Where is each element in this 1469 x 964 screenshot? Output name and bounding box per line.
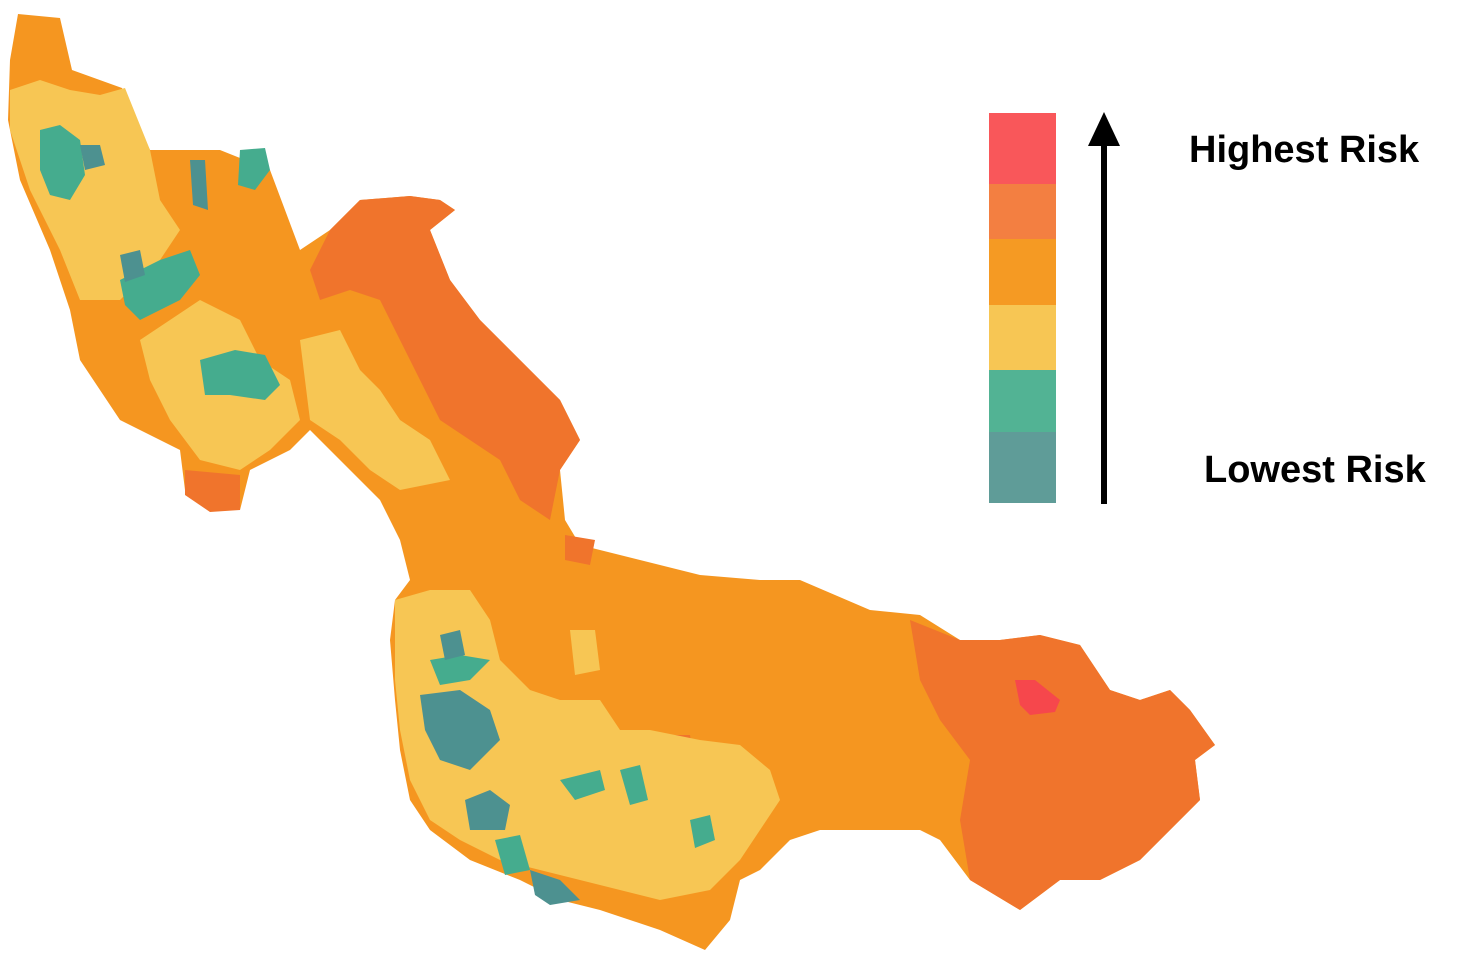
zone-high-mid: [565, 535, 595, 565]
zone-low-4: [238, 148, 270, 190]
legend-swatch-2: [989, 370, 1056, 432]
zone-low-5: [430, 655, 490, 685]
legend-swatch-6: [989, 113, 1056, 184]
zone-low-6: [560, 770, 605, 800]
legend-swatch-1: [989, 432, 1056, 503]
zone-highest: [1015, 680, 1060, 715]
zone-lowest-3: [420, 690, 500, 770]
zone-high-east: [910, 620, 1215, 910]
zone-lowest-7: [190, 160, 208, 210]
watershed-outline: [8, 14, 1215, 950]
zone-lowest-5: [530, 870, 580, 905]
legend-swatch-5: [989, 184, 1056, 239]
zone-low-7: [620, 765, 648, 805]
risk-direction-arrow-icon: [1088, 112, 1120, 504]
zone-low-9: [495, 835, 530, 875]
zone-lowest-2: [120, 250, 145, 282]
zone-low-2: [120, 250, 200, 320]
legend-swatch-4: [989, 239, 1056, 305]
zone-low-3: [200, 350, 280, 400]
zone-high-north: [310, 196, 580, 520]
zone-lowest-1: [80, 145, 105, 170]
legend-lowest-label: Lowest Risk: [1204, 449, 1426, 491]
zone-high-southwest: [185, 470, 240, 512]
legend-highest-label: Highest Risk: [1189, 129, 1420, 171]
zone-lowest-4: [465, 790, 510, 830]
legend-swatch-3: [989, 305, 1056, 370]
zone-medium-center: [300, 330, 450, 490]
zone-low-1: [40, 125, 85, 200]
zone-medium-south-mid: [570, 630, 600, 675]
zone-lowest-6: [440, 630, 465, 660]
zone-low-8: [690, 815, 715, 848]
